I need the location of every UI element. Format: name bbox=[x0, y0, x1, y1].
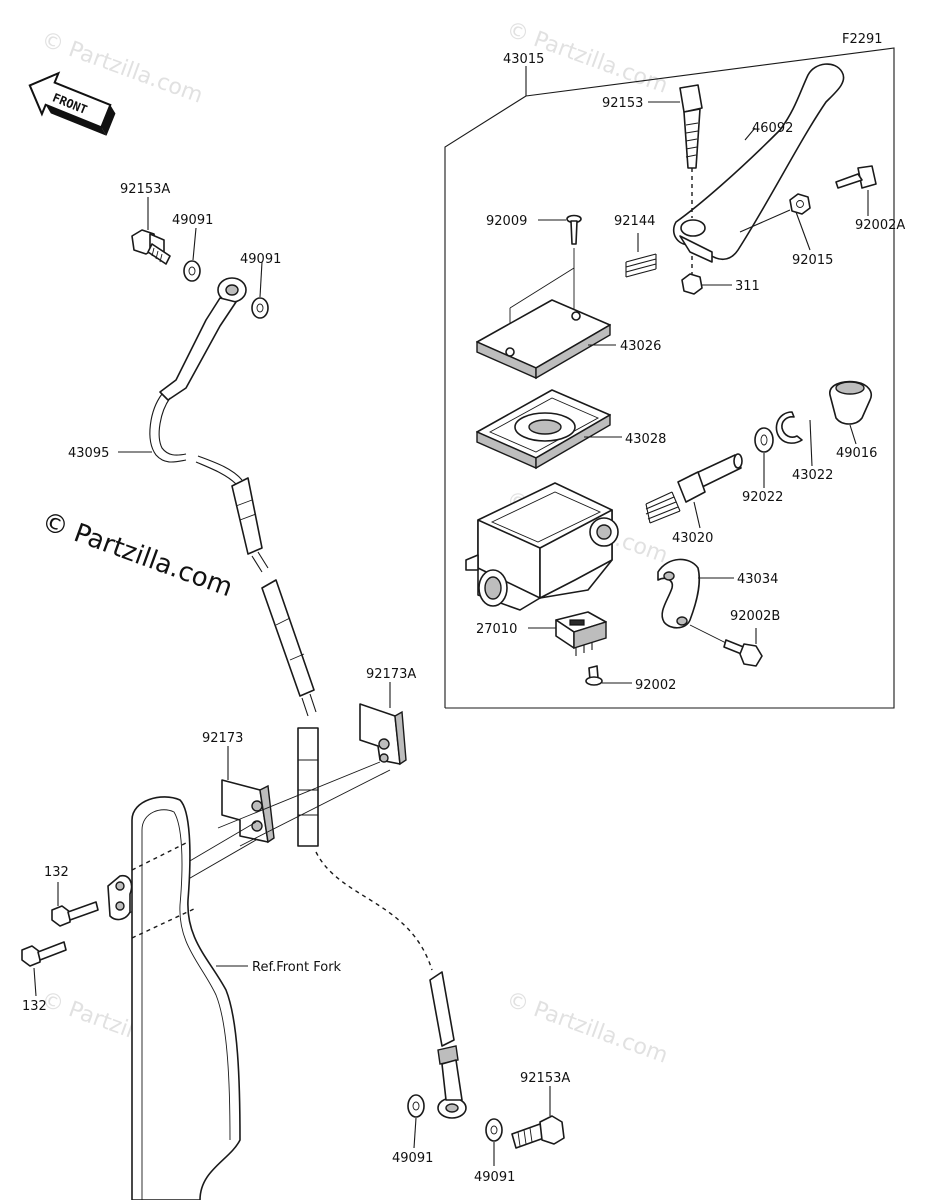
label-49016: 49016 bbox=[836, 446, 877, 461]
washer-92022: 92022 bbox=[742, 427, 783, 505]
washer-49091-b: 49091 bbox=[240, 252, 281, 319]
label-43026: 43026 bbox=[620, 339, 661, 354]
watermark: © Partzilla.com bbox=[503, 987, 671, 1069]
label-27010: 27010 bbox=[476, 622, 517, 637]
washer-49091-c: 49091 bbox=[392, 1094, 433, 1166]
label-92153A-top: 92153A bbox=[120, 182, 170, 197]
boot-49016: 49016 bbox=[829, 380, 877, 461]
label-43020: 43020 bbox=[672, 531, 713, 546]
master-cylinder-body bbox=[465, 482, 619, 611]
washer-49091-d: 49091 bbox=[474, 1118, 515, 1185]
assembly-box-43015: 43015 bbox=[444, 47, 895, 709]
label-132-b: 132 bbox=[22, 999, 47, 1014]
banjo-bolt-92153A-bottom: 92153A bbox=[511, 1071, 570, 1149]
label-92144: 92144 bbox=[614, 214, 655, 229]
label-92022: 92022 bbox=[742, 490, 783, 505]
screw-92009: 92009 bbox=[486, 214, 582, 350]
label-132-a: 132 bbox=[44, 865, 69, 880]
diaphragm-43028: 43028 bbox=[476, 389, 666, 470]
label-49091-b: 49091 bbox=[240, 252, 281, 267]
label-92173A: 92173A bbox=[366, 667, 416, 682]
lever-46092: 46092 bbox=[672, 63, 845, 263]
label-311: 311 bbox=[735, 279, 760, 294]
bolt-132-a: 132 bbox=[44, 865, 99, 927]
bracket-92173A: 92173A bbox=[359, 667, 416, 766]
label-ref-front-fork: Ref.Front Fork bbox=[252, 960, 342, 975]
bolt-132-b: 132 bbox=[21, 941, 67, 1014]
label-49091-a: 49091 bbox=[172, 213, 213, 228]
label-92173: 92173 bbox=[202, 731, 243, 746]
front-arrow-badge: FRONT bbox=[28, 71, 116, 136]
spring-92144: 92144 bbox=[614, 214, 657, 278]
nut-311: 311 bbox=[681, 256, 760, 295]
label-43028: 43028 bbox=[625, 432, 666, 447]
bolt-92002B: 92002B bbox=[689, 609, 780, 667]
bolt-92153: 92153 bbox=[602, 84, 703, 169]
label-46092: 46092 bbox=[752, 121, 793, 136]
label-92015: 92015 bbox=[792, 253, 833, 268]
piston-43020: 43020 bbox=[645, 453, 743, 546]
copyright-text: © Partzilla.com bbox=[38, 506, 237, 603]
banjo-bolt-92153A-top: 92153A bbox=[120, 182, 171, 265]
label-43095: 43095 bbox=[68, 446, 109, 461]
label-92009: 92009 bbox=[486, 214, 527, 229]
circlip-43022: 43022 bbox=[775, 411, 833, 483]
front-fork-ref: Ref.Front Fork bbox=[107, 796, 342, 1200]
figure-code: F2291 bbox=[842, 32, 883, 47]
label-92002A: 92002A bbox=[855, 218, 905, 233]
label-43034: 43034 bbox=[737, 572, 778, 587]
label-92153A-bottom: 92153A bbox=[520, 1071, 570, 1086]
label-49091-c: 49091 bbox=[392, 1151, 433, 1166]
bracket-92173: 92173 bbox=[202, 731, 275, 844]
label-49091-d: 49091 bbox=[474, 1170, 515, 1185]
label-43022: 43022 bbox=[792, 468, 833, 483]
label-92002B: 92002B bbox=[730, 609, 780, 624]
label-43015: 43015 bbox=[503, 52, 544, 67]
screw-92002: 92002 bbox=[585, 665, 676, 693]
washer-49091-a: 49091 bbox=[172, 213, 213, 282]
label-92002: 92002 bbox=[635, 678, 676, 693]
clamp-43034: 43034 bbox=[657, 558, 778, 629]
nut-92015: 92015 bbox=[739, 193, 833, 268]
bolt-92002A: 92002A bbox=[835, 165, 905, 233]
cap-43026: 43026 bbox=[476, 299, 661, 380]
label-92153: 92153 bbox=[602, 96, 643, 111]
brake-hose-43095: 43095 bbox=[68, 277, 467, 1119]
switch-27010: 27010 bbox=[476, 611, 607, 656]
